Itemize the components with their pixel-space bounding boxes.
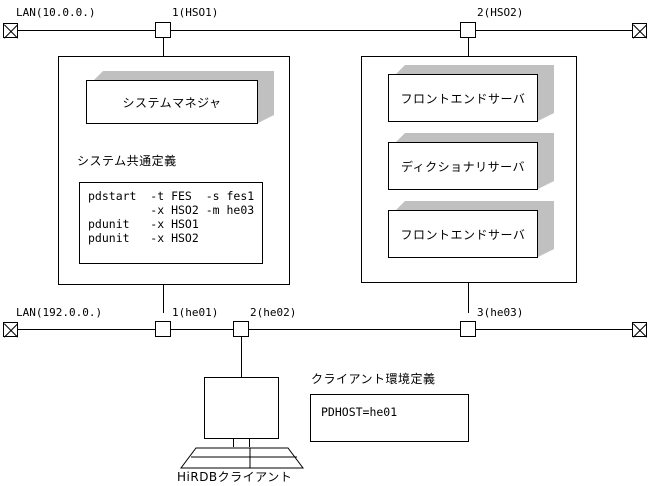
client-environment-definition-box: PDHOST=he01 [310, 394, 469, 442]
dictionary-server-label: ディクショナリサーバ [400, 159, 526, 174]
system-manager-box-front-face: システムマネジャ [86, 80, 258, 124]
node-he03-label: 3(he03) [477, 306, 524, 319]
node-hso2[interactable] [460, 22, 476, 38]
front-end-server-box-2-front-face: フロントエンドサーバ [388, 210, 538, 258]
front-end-server-box-1-top-face [396, 65, 554, 74]
lan-bottom-bus-line [18, 329, 632, 330]
client-environment-definition-caption: クライアント環境定義 [311, 372, 436, 386]
front-end-server-label-1: フロントエンドサーバ [400, 91, 526, 106]
dictionary-server-box-top-face [396, 133, 554, 142]
lan-top-right-terminator-icon [632, 23, 647, 38]
lan-bottom-label: LAN(192.0.0.) [16, 306, 103, 319]
system-manager-box: システムマネジャ [86, 71, 274, 124]
client-monitor-screen-icon [204, 377, 279, 439]
client-label: HiRDBクライアント [177, 470, 293, 484]
front-end-server-box-1-side-face [536, 65, 554, 122]
node-he03[interactable] [460, 321, 476, 337]
front-end-server-box-2-side-face [536, 201, 554, 258]
system-manager-box-side-face [256, 71, 274, 124]
node-hso2-label: 2(HSO2) [477, 6, 524, 19]
lan-top-bus-line [18, 30, 632, 31]
node-he01-label: 1(he01) [172, 306, 219, 319]
system-common-definition-box: pdstart -t FES -s fes1 -x HSO2 -m he03 p… [79, 182, 263, 264]
front-end-server-box-1: フロントエンドサーバ [388, 65, 554, 122]
lan-top-left-terminator-icon [3, 23, 18, 38]
node-hso1[interactable] [155, 22, 171, 38]
lan-bottom-right-terminator-icon [632, 322, 647, 337]
system-manager-label: システムマネジャ [122, 95, 222, 110]
front-end-server-box-2: フロントエンドサーバ [388, 201, 554, 258]
dictionary-server-box: ディクショナリサーバ [388, 133, 554, 190]
node-hso2-drop-line [468, 38, 469, 57]
front-end-server-box-1-front-face: フロントエンドサーバ [388, 74, 538, 122]
system-common-definition-caption: システム共通定義 [77, 154, 177, 168]
system-manager-box-top-face [94, 71, 274, 80]
front-end-server-box-2-top-face [396, 201, 554, 210]
front-end-server-label-2: フロントエンドサーバ [400, 227, 526, 242]
node-he02-drop-line [241, 337, 242, 377]
node-hso1-label: 1(HSO1) [172, 6, 219, 19]
client-environment-definition-text: PDHOST=he01 [321, 405, 398, 419]
lan-top-label: LAN(10.0.0.) [16, 6, 96, 19]
node-hso1-drop-line [163, 38, 164, 57]
dictionary-server-box-front-face: ディクショナリサーバ [388, 142, 538, 190]
system-common-definition-text: pdstart -t FES -s fes1 -x HSO2 -m he03 p… [88, 189, 255, 245]
dictionary-server-box-side-face [536, 133, 554, 190]
node-he02[interactable] [233, 321, 249, 337]
lan-bottom-left-terminator-icon [3, 322, 18, 337]
client-keyboard-icon [180, 447, 304, 469]
node-he02-label: 2(he02) [250, 306, 297, 319]
node-he01[interactable] [155, 321, 171, 337]
left-panel-drop-line [163, 285, 164, 313]
right-panel-drop-line [468, 283, 469, 313]
